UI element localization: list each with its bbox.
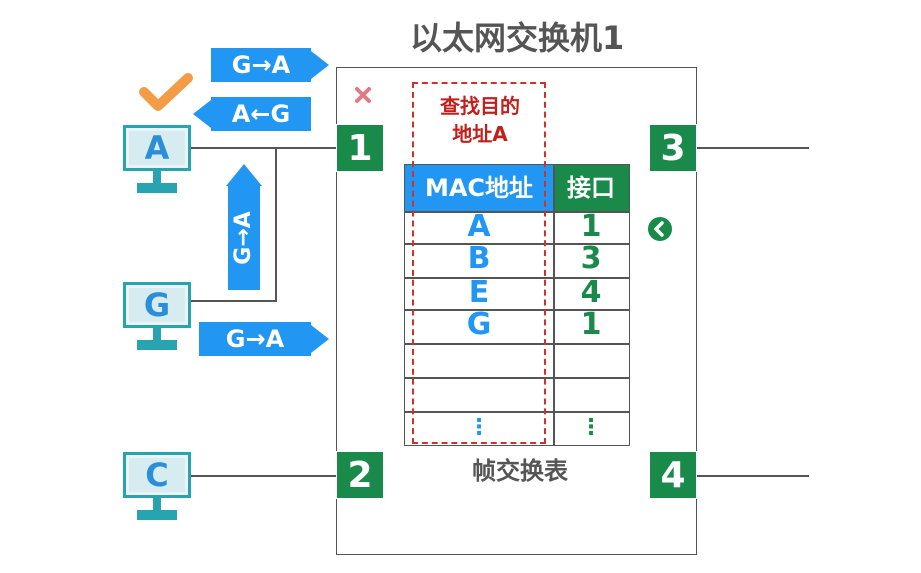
- table-row-mac: B: [467, 241, 491, 276]
- computer-c-label: C: [145, 456, 169, 494]
- link-g-horizontal: [188, 300, 277, 302]
- switch-port-3: 3: [649, 124, 697, 172]
- table-row-port: 1: [580, 307, 602, 342]
- frame-g-to-a-top: G→A: [211, 48, 311, 82]
- computer-g: G: [123, 282, 191, 364]
- link-a-port1: [188, 147, 336, 149]
- port-header: 接口: [553, 165, 629, 211]
- table-row-port: 4: [580, 275, 602, 310]
- frame-g-to-a-vertical: G→A: [224, 164, 264, 290]
- table-row-port: [553, 343, 629, 375]
- computer-g-label: G: [143, 286, 171, 324]
- check-icon: [138, 70, 194, 114]
- link-port3-out: [697, 147, 809, 149]
- table-row-mac: A: [467, 209, 491, 244]
- mac-header: MAC地址: [405, 165, 553, 211]
- link-c-port2: [188, 475, 336, 477]
- table-row-mac: E: [468, 275, 490, 310]
- frame-arrow-left-icon: [193, 100, 211, 128]
- monitor-screen: [123, 125, 191, 171]
- close-icon: [354, 86, 372, 104]
- switch-port-1: 1: [336, 124, 384, 172]
- switch-port-2: 2: [336, 451, 384, 499]
- mac-table: MAC地址 接口 A 1 B 3 E 4 G 1 ⋮ ⋮: [404, 164, 630, 446]
- computer-a-label: A: [144, 129, 170, 167]
- frame-a-from-g-top: A←G: [211, 97, 311, 131]
- table-row-mac: G: [466, 307, 492, 342]
- frame-arrow-right-icon: [311, 51, 329, 79]
- search-note: 查找目的 地址A: [440, 94, 520, 146]
- frame-g-to-a-vertical-text: G→A: [231, 211, 256, 265]
- table-row-port: 3: [580, 241, 602, 276]
- computer-a: A: [123, 125, 191, 207]
- link-port4-out: [697, 475, 809, 477]
- back-arrow-icon[interactable]: [645, 214, 675, 244]
- table-caption: 帧交换表: [472, 457, 568, 485]
- computer-c: C: [123, 452, 191, 534]
- switch-port-4: 4: [649, 451, 697, 499]
- diagram-title: 以太网交换机1: [410, 19, 625, 57]
- link-g-vertical: [275, 147, 277, 302]
- frame-g-to-a-bottom: G→A: [199, 322, 311, 356]
- search-highlight: [412, 82, 546, 444]
- monitor-screen: [123, 282, 191, 328]
- frame-arrow-right-icon: [311, 325, 329, 353]
- table-row-port: [553, 377, 629, 409]
- table-row-port: 1: [580, 209, 602, 244]
- ellipsis-mac: ⋮: [468, 415, 490, 440]
- monitor-screen: [123, 452, 191, 498]
- ellipsis-port: ⋮: [580, 415, 602, 440]
